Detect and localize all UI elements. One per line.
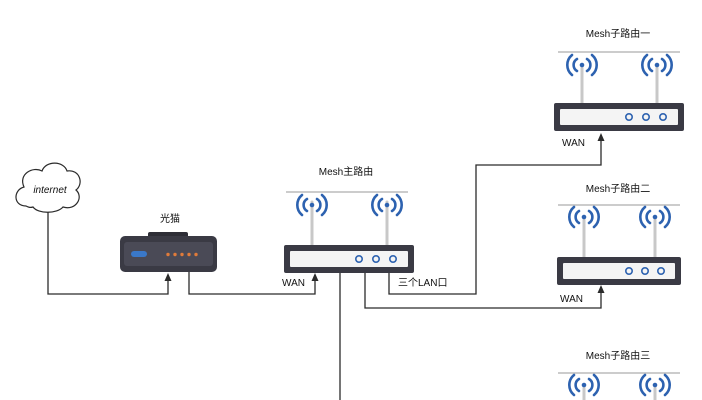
wifi-waves-icon [566, 53, 598, 77]
wifi-waves-icon [639, 205, 671, 229]
router-icon [557, 257, 681, 285]
mesh3-antenna-right [639, 373, 671, 400]
main-router-label: Mesh主路由 [319, 165, 373, 178]
main-router-antenna-right [371, 193, 403, 249]
mesh2-wan-label: WAN [560, 294, 583, 305]
router-icon [554, 103, 684, 131]
wifi-waves-icon [639, 373, 671, 397]
wire-main-to-mesh1 [388, 140, 602, 295]
mesh2-antenna-right [639, 205, 671, 261]
mesh1-label: Mesh子路由一 [586, 27, 650, 40]
wifi-waves-icon [641, 53, 673, 77]
mesh2-antenna-left [568, 205, 600, 261]
modem-icon [120, 232, 217, 272]
mesh1-antenna-left [566, 53, 598, 107]
wifi-waves-icon [371, 193, 403, 217]
wifi-waves-icon [568, 373, 600, 397]
modem-led [187, 252, 191, 257]
cloud-icon [15, 162, 81, 213]
modem-led [180, 252, 184, 257]
mesh3-label: Mesh子路由三 [586, 349, 650, 362]
mesh-router-1: Mesh子路由一 [554, 27, 684, 149]
router-icon [284, 245, 414, 273]
mesh-router-2: Mesh子路由二 [557, 182, 681, 305]
modem-led [173, 252, 177, 257]
arrow-mesh2-wan [597, 285, 605, 293]
mesh1-wan-label: WAN [562, 138, 585, 149]
wifi-waves-icon [568, 205, 600, 229]
mesh2-label: Mesh子路由二 [586, 182, 650, 195]
wire-main-to-mesh2 [364, 272, 602, 309]
modem-led [166, 252, 170, 257]
mesh1-antenna-right [641, 53, 673, 107]
connections [47, 133, 605, 400]
main-router-antenna-left [296, 193, 328, 249]
modem-led [194, 252, 198, 257]
wire-modem-to-main-router [188, 272, 316, 295]
modem: 光猫 [120, 212, 217, 272]
wire-internet-to-modem [47, 206, 169, 295]
internet-cloud: internet [15, 162, 81, 213]
mesh3-antenna-left [568, 373, 600, 400]
mesh-router-3: Mesh子路由三 [558, 349, 680, 400]
internet-label: internet [33, 185, 68, 196]
modem-label: 光猫 [160, 212, 180, 225]
arrow-mesh1-wan [597, 133, 605, 141]
main-router-lan-label: 三个LAN口 [398, 277, 447, 289]
modem-indicator [131, 251, 147, 257]
main-router-wan-label: WAN [282, 278, 305, 289]
arrow-main-router-wan [311, 273, 319, 281]
arrow-modem-in [164, 273, 172, 281]
wifi-waves-icon [296, 193, 328, 217]
main-router: Mesh主路由 [282, 165, 447, 289]
